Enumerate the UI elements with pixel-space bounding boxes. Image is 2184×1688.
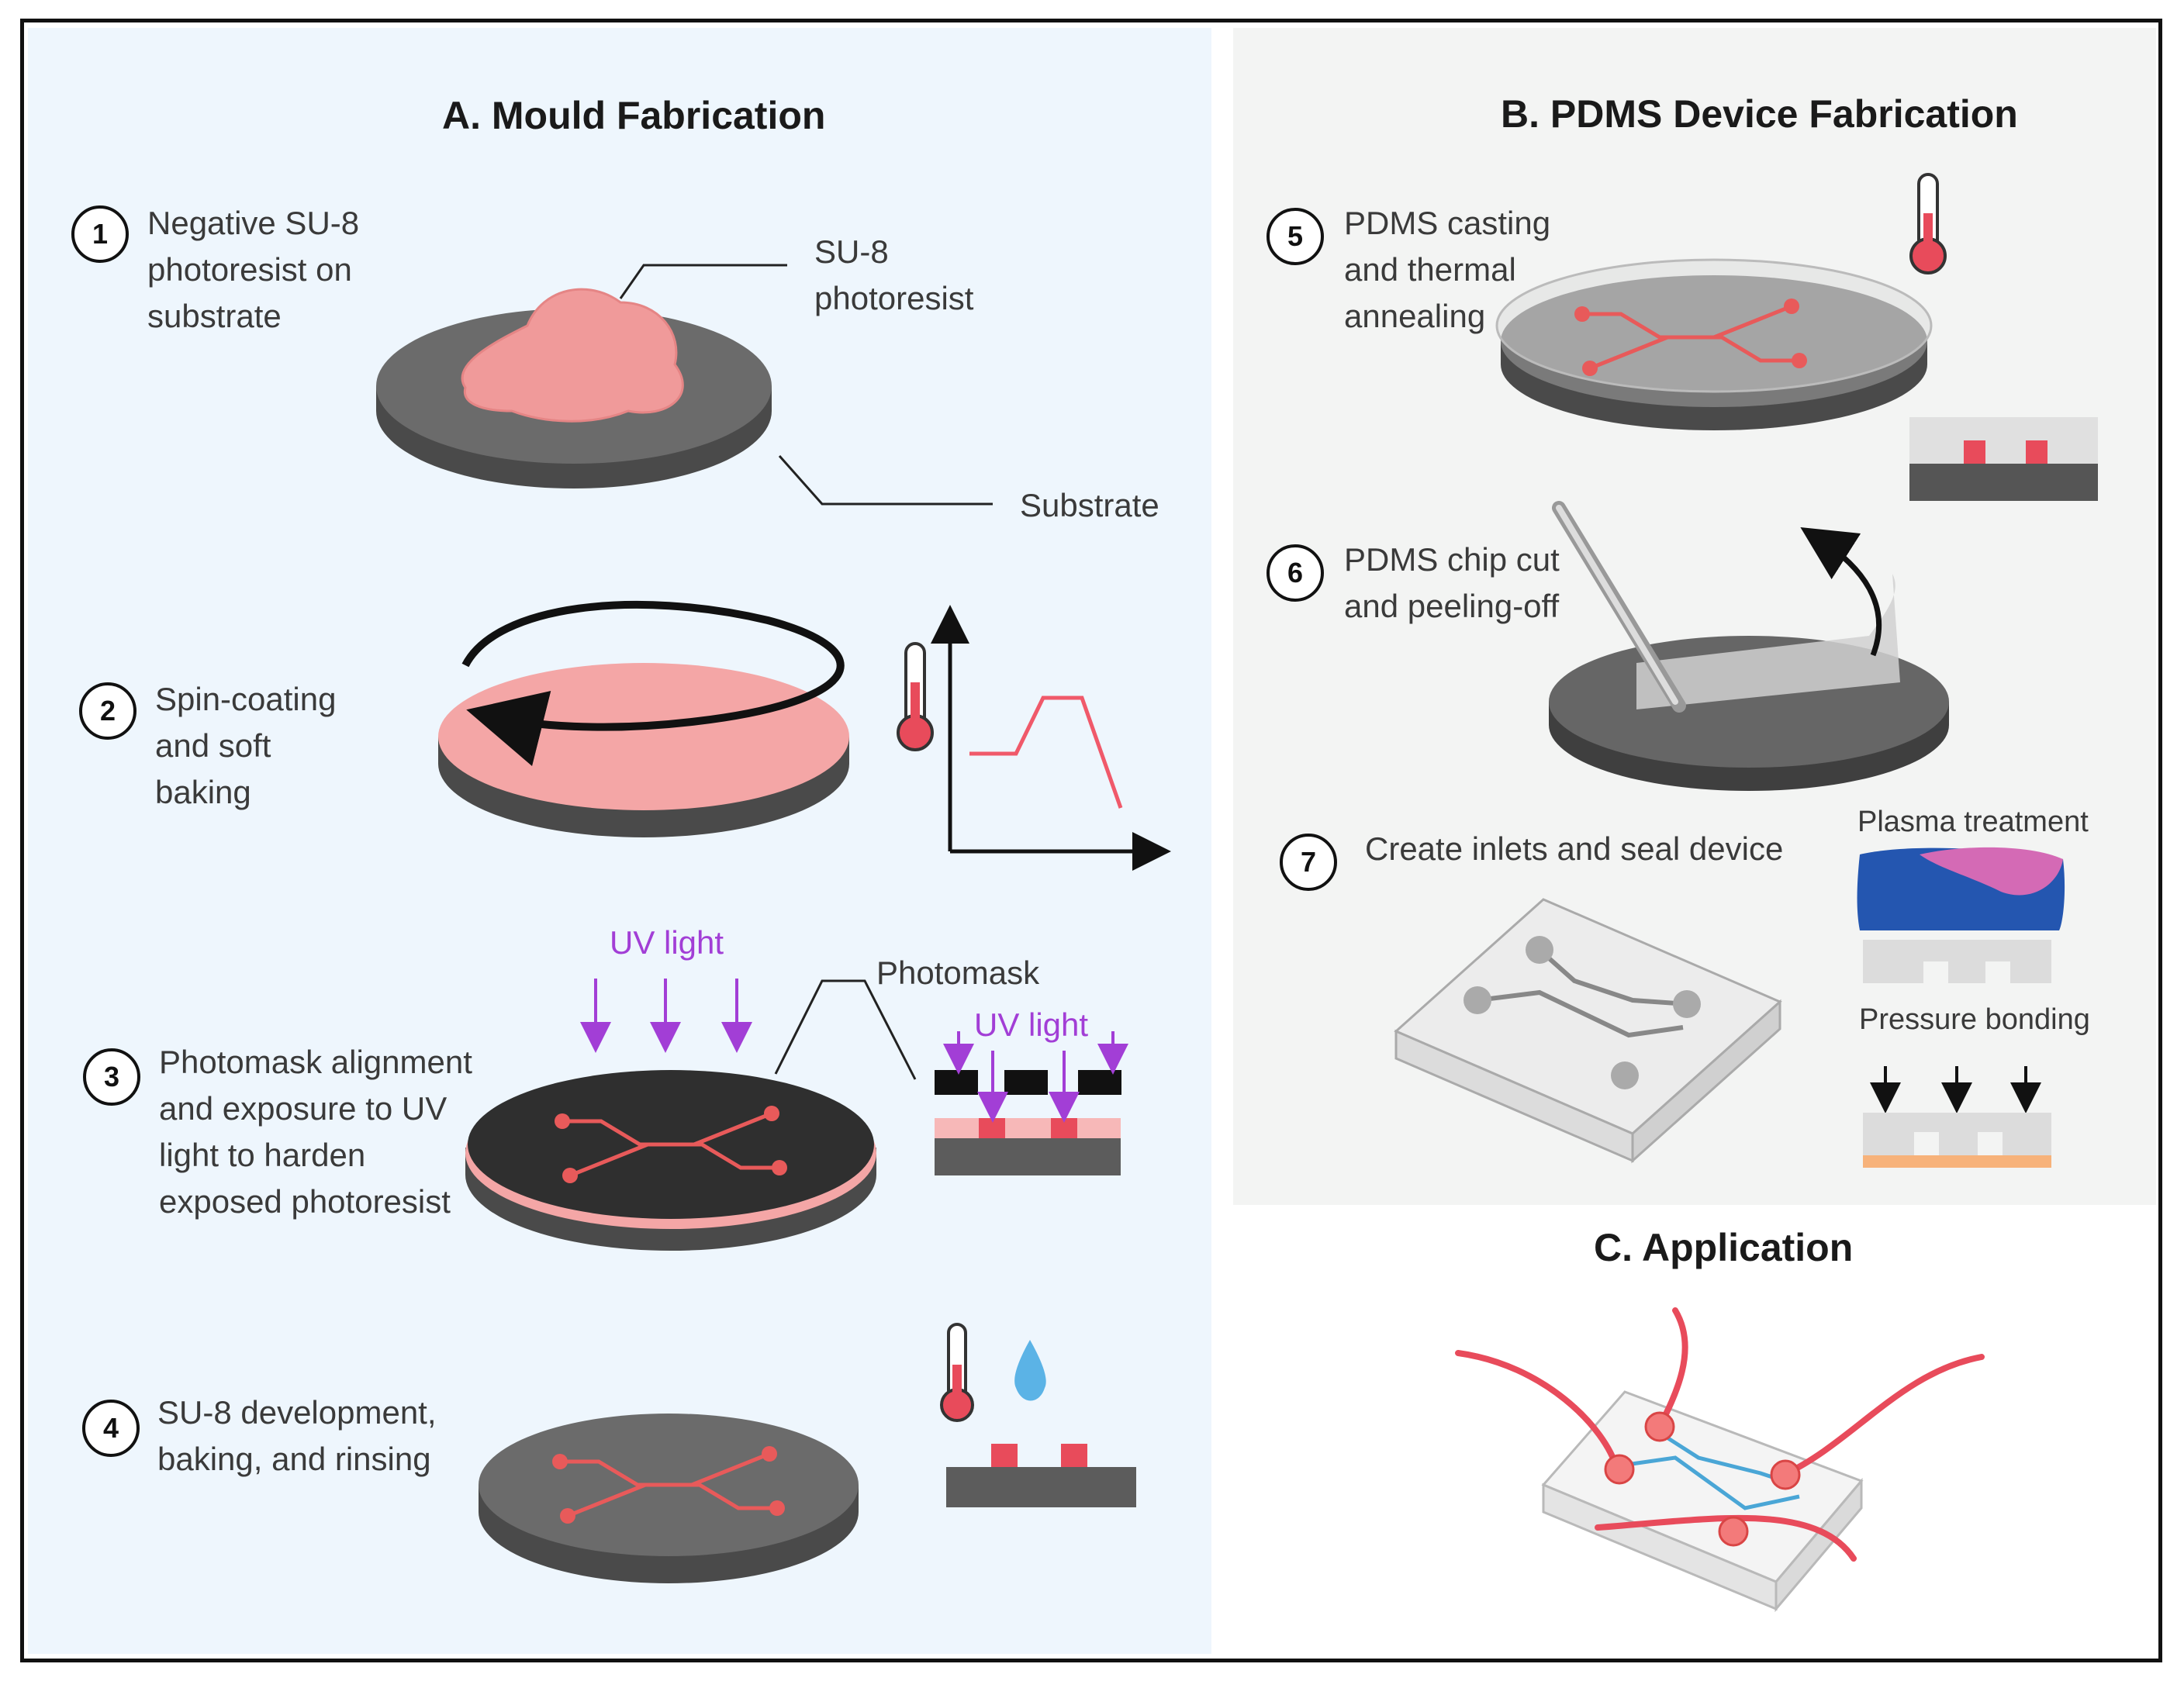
photomask-label: Photomask [876,954,1040,991]
plasma-treatment-graphic [1857,847,2065,983]
plasma-treatment-label: Plasma treatment [1857,806,2089,838]
uv-arrows-section [943,1031,1128,1123]
step3-photomask-disc [465,1070,876,1251]
thermometer-icon [940,1323,974,1422]
step-3-badge: 3 [83,1048,140,1106]
developed-cross-section [946,1444,1136,1507]
scalpel-icon [1552,501,1686,713]
thermometer-icon [897,642,934,751]
uv-light-label-main: UV light [610,924,724,961]
step4-developed-disc [479,1414,859,1583]
panel-a-title: A. Mould Fabrication [442,94,826,137]
step-6-text: PDMS chip cut and peeling-off [1344,541,1560,624]
photomask-leader-line [774,979,917,1080]
spin-arrow [461,600,845,767]
uv-light-label-section: UV light [974,1006,1089,1043]
uv-arrows-main [580,979,752,1053]
step-7-text: Create inlets and seal device [1365,830,1784,867]
water-drop-icon [1014,1340,1046,1401]
step-5-text: PDMS casting and thermal annealing [1344,205,1551,334]
step6-peel-disc [1549,574,1949,791]
step2-coated-disc [438,663,849,837]
panel-a-background [28,28,1211,1654]
bake-temperature-plot [931,605,1171,871]
step-2-text: Spin-coating and soft baking [155,681,337,810]
substrate-label: Substrate [1020,487,1159,523]
mask-cross-section [935,1070,1121,1175]
su8-label: SU-8 photoresist [814,233,974,316]
step-1-text: Negative SU-8 photoresist on substrate [147,205,360,334]
panel-c-title: C. Application [1594,1226,1854,1269]
pressure-bonding-graphic [1863,1066,2051,1168]
step-4-badge: 4 [82,1400,140,1457]
substrate-leader-line [778,455,993,506]
step-7-badge: 7 [1280,834,1337,891]
curved-arrow-icon [1800,526,1882,657]
application-device [1455,1307,1985,1613]
step-3-text: Photomask alignment and exposure to UV l… [159,1044,472,1220]
step7-device [1394,898,1782,1164]
pdms-cross-section [1909,417,2098,501]
panel-b-title: B. PDMS Device Fabrication [1501,92,2018,136]
step-5-badge: 5 [1267,208,1324,265]
su8-photoresist-blob [461,288,684,423]
step-1-badge: 1 [71,205,129,263]
step-6-badge: 6 [1267,544,1324,602]
pressure-bonding-label: Pressure bonding [1859,1003,2090,1036]
su8-leader-line [619,264,787,299]
step-2-badge: 2 [79,682,136,740]
step5-pdms-disc [1495,258,1933,430]
step-4-text: SU-8 development, baking, and rinsing [157,1394,437,1477]
thermometer-icon [1909,173,1947,274]
